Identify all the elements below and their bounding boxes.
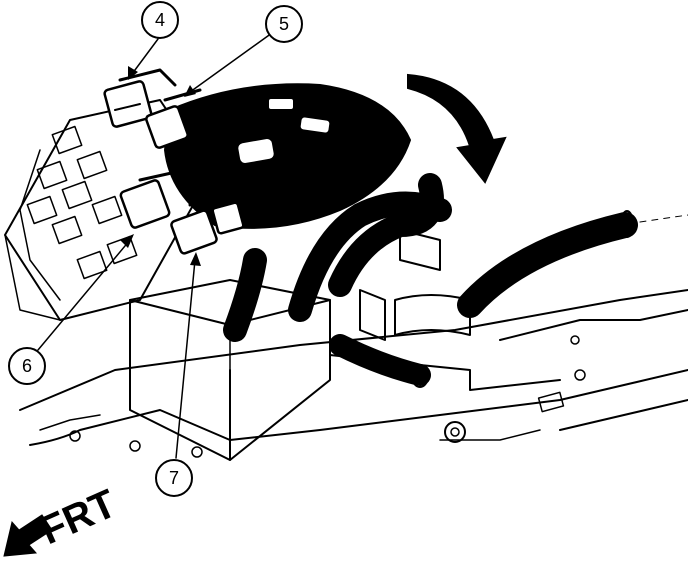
callout-circle (155, 459, 193, 497)
callout-circle (8, 347, 46, 385)
callout-circle (141, 1, 179, 39)
callout-7: 7 (155, 459, 193, 497)
arrow-down-left-icon (3, 514, 53, 557)
wiring-harness-bundle (163, 83, 412, 229)
front-label: FRT (34, 481, 123, 553)
leader-line-5 (189, 32, 273, 93)
leader-arrowhead-4 (128, 66, 138, 80)
callout-number: 5 (279, 14, 289, 34)
leader-arrowhead-6 (120, 234, 134, 248)
connector-7 (170, 198, 245, 255)
leader-arrowhead-5 (184, 85, 196, 97)
engine-base-outline (19, 289, 688, 458)
conduit-right (457, 210, 688, 318)
callout-number: 4 (155, 10, 165, 30)
leader-line-7 (175, 259, 196, 459)
leader-line-6 (37, 239, 131, 351)
callout-number: 7 (169, 468, 179, 488)
leader-lines (37, 32, 273, 459)
front-direction-indicator: FRT (3, 481, 123, 557)
harness-conduits (223, 173, 688, 388)
callout-circle (265, 5, 303, 43)
conduit-clamp (359, 229, 471, 341)
callout-4: 4 (141, 1, 179, 39)
relay-box-sockets (26, 125, 138, 280)
conduit-mid (328, 173, 444, 297)
callout-6: 6 (8, 347, 46, 385)
leader-line-4 (131, 38, 159, 75)
curved-arrow-clockwise-icon (407, 73, 507, 184)
conduit-left (223, 248, 267, 342)
callout-number: 6 (22, 356, 32, 376)
callout-5: 5 (265, 5, 303, 43)
connector-6 (119, 168, 207, 229)
conduit-lower (329, 334, 431, 388)
leader-arrowhead-7 (190, 252, 201, 266)
connector-4 (103, 68, 177, 128)
conduit-center (288, 191, 452, 322)
